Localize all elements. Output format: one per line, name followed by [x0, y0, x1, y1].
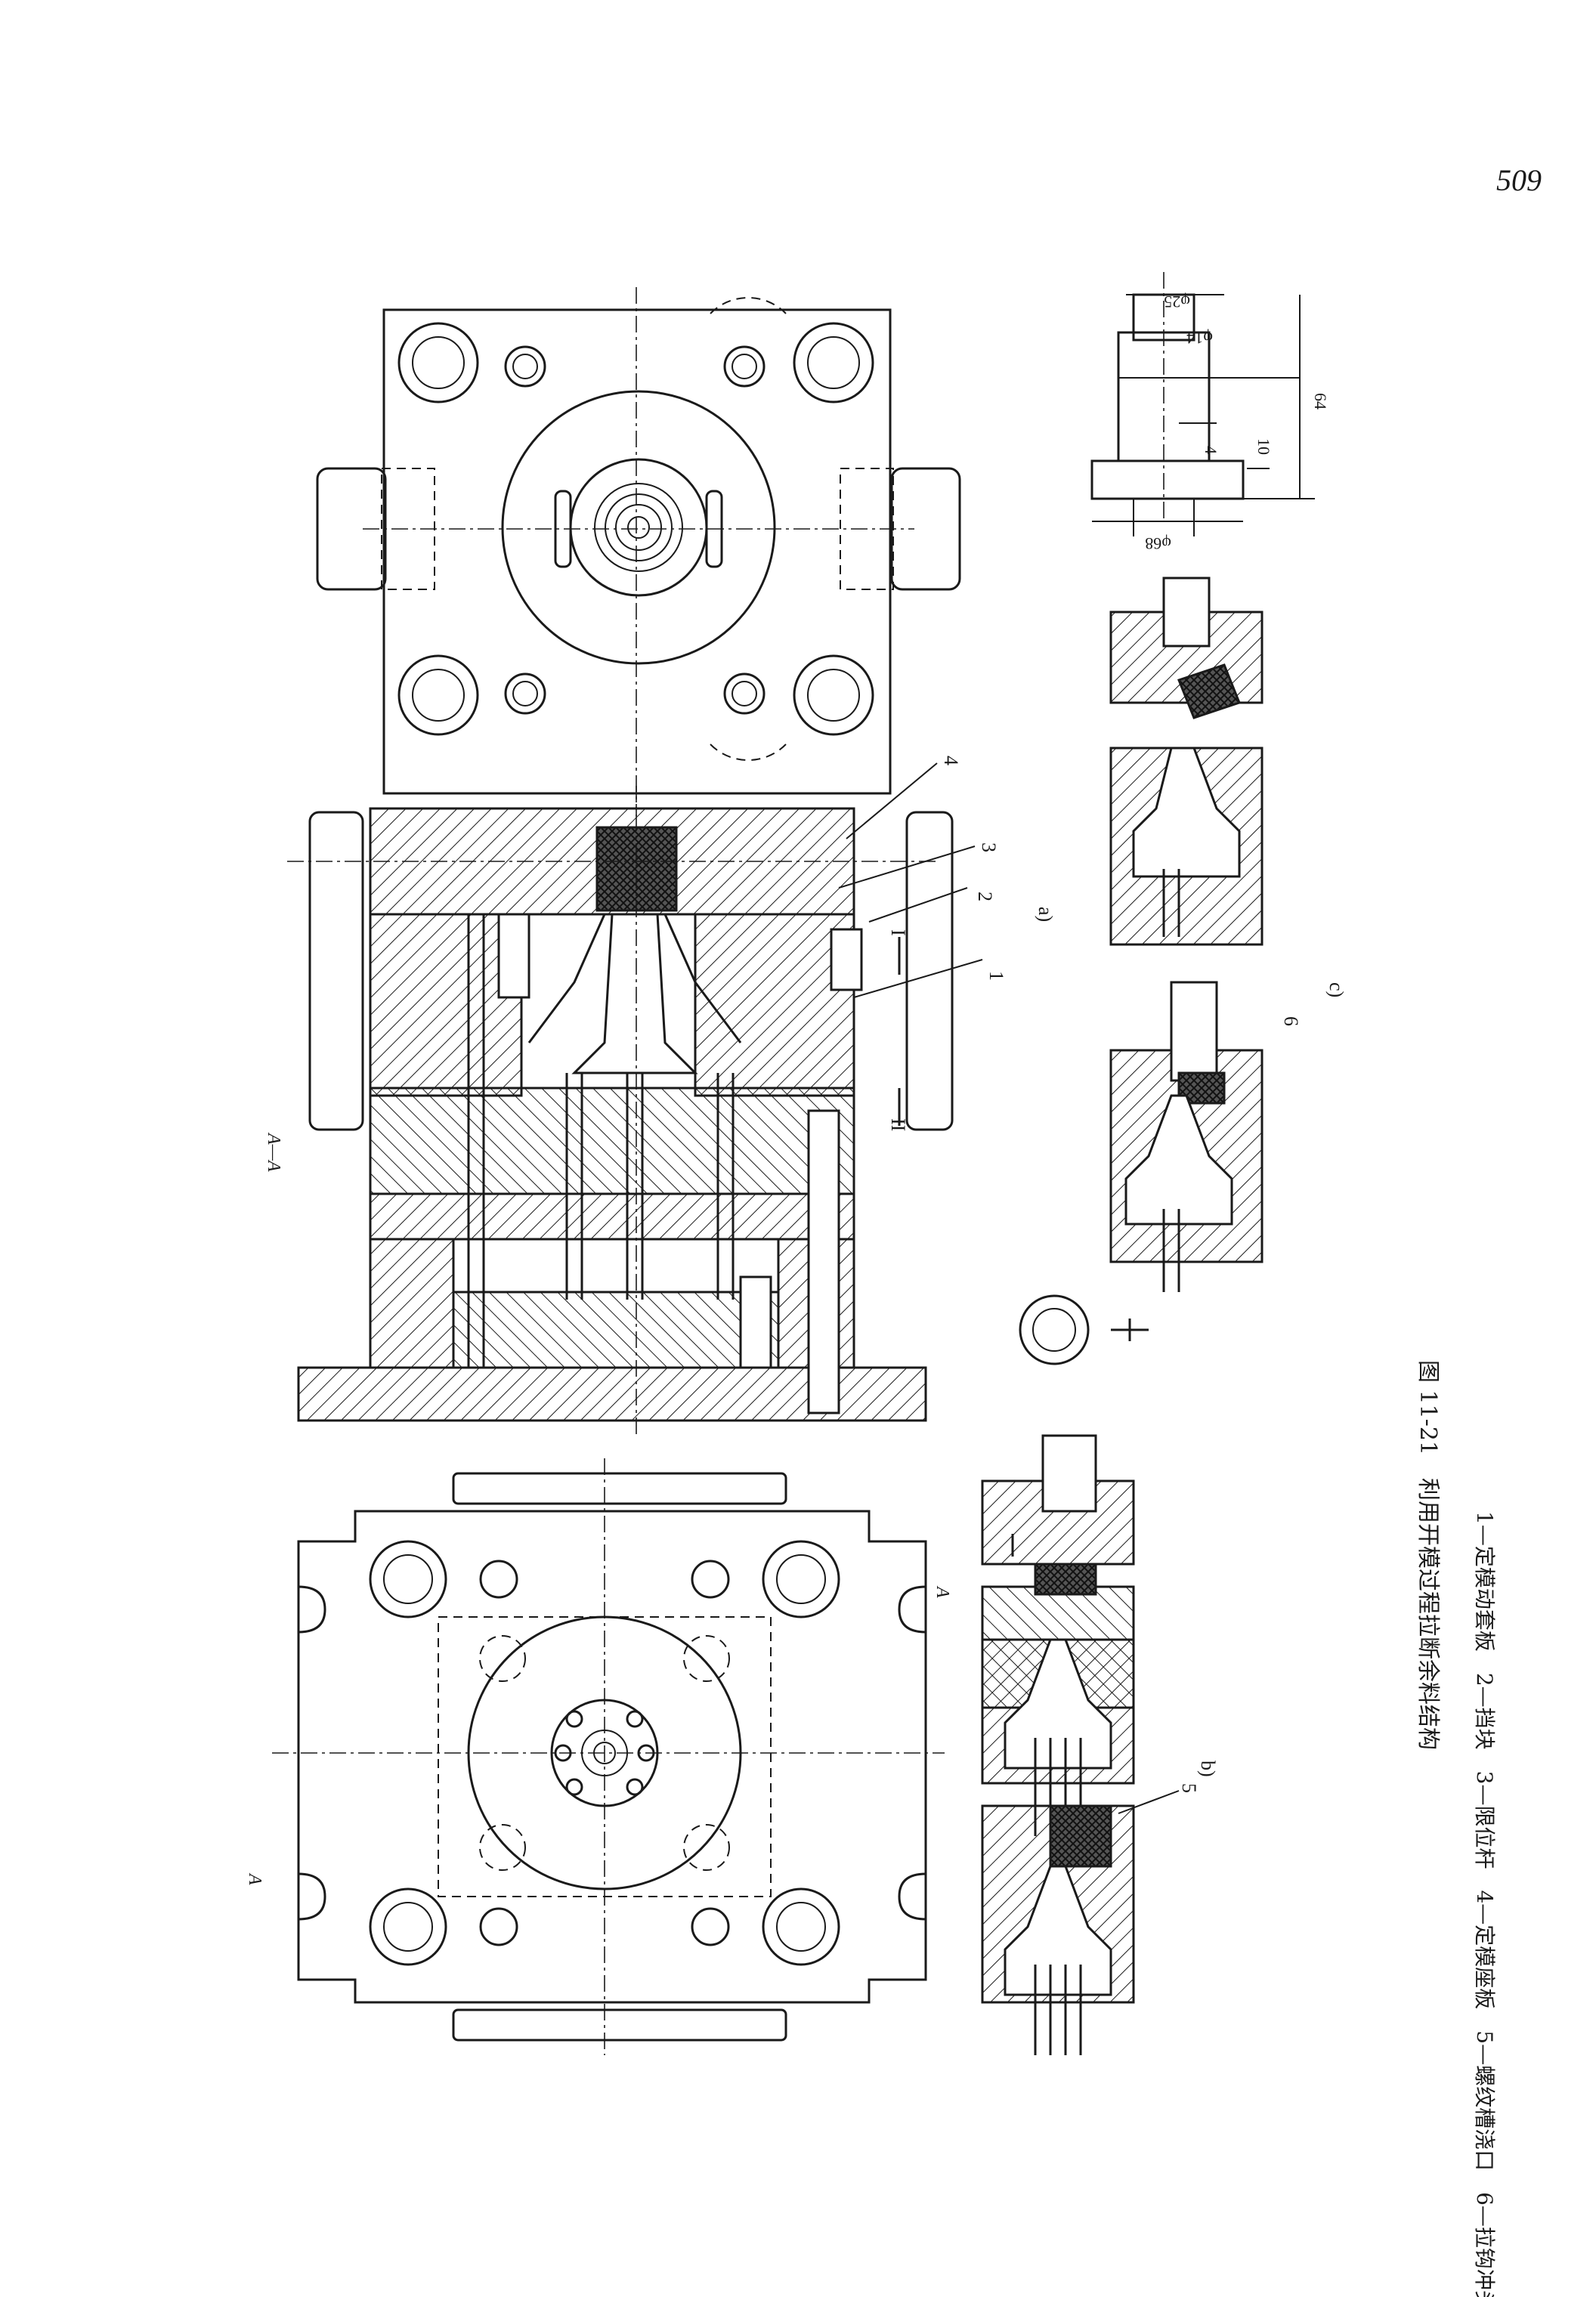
view-b-label: b): [1197, 1761, 1219, 1777]
dim-10: 10: [1254, 438, 1273, 455]
top-plan-view: [316, 287, 961, 816]
dim-phi14: φ14: [1186, 329, 1213, 348]
dim-4: 4: [1202, 446, 1220, 454]
view-a-label: a): [1035, 907, 1056, 922]
labels: A—A a) b) c) 1 2 3 4 5 6 A A I II φ25 φ1…: [245, 292, 1497, 2297]
callout-4: 4: [940, 756, 962, 765]
view-c-sections: [1090, 272, 1315, 1292]
section-mark-right: A: [933, 1585, 952, 1598]
callout-6: 6: [1280, 1016, 1302, 1026]
parting-line-II: II: [887, 1118, 909, 1131]
callout-3: 3: [978, 842, 1000, 852]
page-number: 509: [1496, 163, 1542, 197]
callout-2: 2: [974, 892, 996, 901]
section-view-a: [287, 762, 983, 1436]
parting-line-I: I: [887, 929, 909, 936]
view-c-label: c): [1325, 982, 1347, 997]
view-b-sections: [981, 1294, 1180, 2055]
bottom-plan-view: [272, 1458, 945, 2055]
callout-1: 1: [985, 971, 1007, 981]
callout-5: 5: [1178, 1783, 1200, 1793]
figure-title: 图 11-21 利用开模过程拉断余料结构: [1415, 1360, 1441, 1750]
figure-legend: 1—定模动套板 2—挡块 3—限位杆 4—定模座板 5—螺纹槽浇口 6—拉钩冲头: [1472, 1511, 1497, 2297]
dim-phi25: φ25: [1164, 292, 1190, 311]
section-mark-left: A: [245, 1872, 264, 1885]
dim-phi68: φ68: [1145, 534, 1171, 553]
dim-64: 64: [1311, 393, 1330, 410]
section-label: A—A: [264, 1132, 283, 1172]
